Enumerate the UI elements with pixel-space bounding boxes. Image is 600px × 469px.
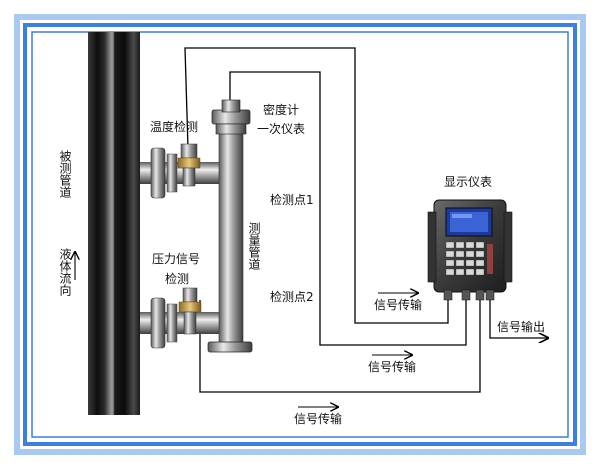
signal-transfer-label-1: 信号传输 <box>374 298 423 312</box>
display-instrument-label: 显示仪表 <box>444 175 493 189</box>
main-pipe <box>88 32 140 415</box>
pressure-signal-label: 压力信号 <box>152 252 201 266</box>
density-meter-label-2: 一次仪表 <box>257 122 306 136</box>
detect-point-1-label: 检测点1 <box>270 193 314 207</box>
bottom-flange <box>207 341 253 353</box>
detect-point-2-label: 检测点2 <box>270 290 314 304</box>
pressure-detect-label: 检测 <box>165 272 190 286</box>
measuring-pipe <box>218 127 244 347</box>
display-instrument <box>427 199 513 301</box>
outer-frame <box>14 14 586 455</box>
inner-frame <box>23 23 577 446</box>
measured-pipe-label: 被测管道 <box>58 150 72 198</box>
upper-flange-left <box>150 147 166 199</box>
flow-direction-label: 液体流向 <box>58 248 72 296</box>
signal-wires <box>184 47 548 393</box>
signal-arrows <box>75 252 418 407</box>
signal-output-label: 信号输出 <box>497 320 546 334</box>
lower-flange-left <box>150 297 166 349</box>
density-meter-label-1: 密度计 <box>263 103 300 117</box>
temperature-sensor <box>180 143 198 159</box>
pressure-sensor <box>182 287 198 303</box>
signal-transfer-label-3: 信号传输 <box>294 412 343 426</box>
temperature-detect-label: 温度检测 <box>150 120 199 134</box>
inner-frame-line <box>31 31 569 438</box>
measure-pipe-label: 测量管道 <box>247 222 261 270</box>
keypad <box>445 241 485 276</box>
signal-transfer-label-2: 信号传输 <box>368 360 417 374</box>
